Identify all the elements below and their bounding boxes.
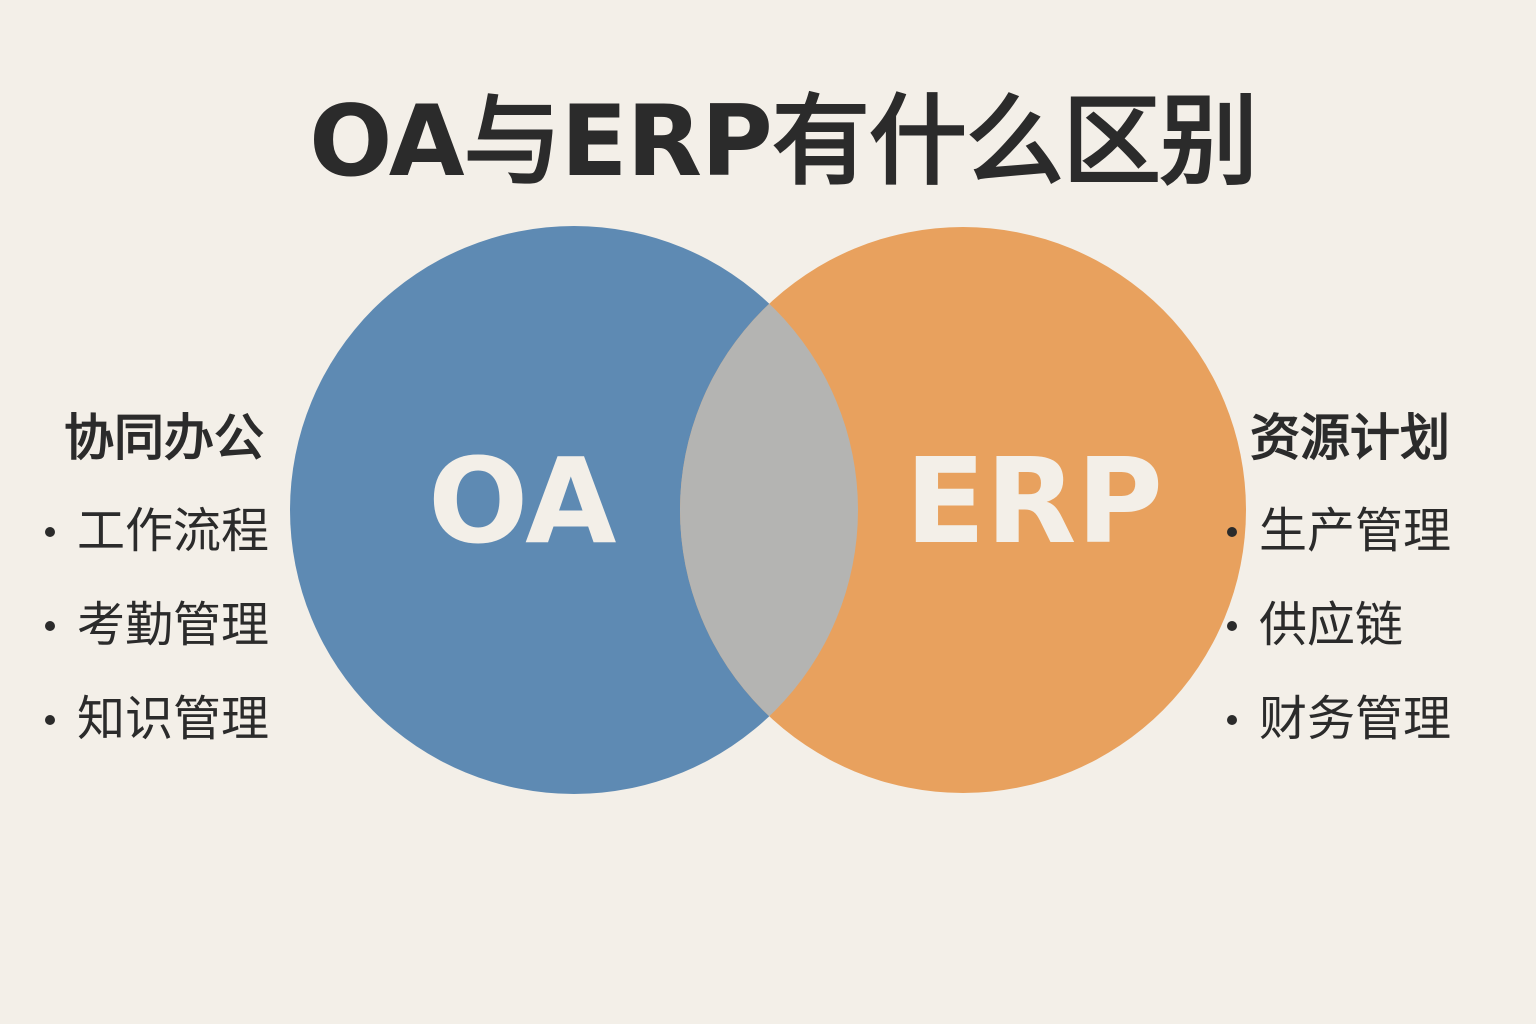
item-label: 生产管理 xyxy=(1259,503,1452,559)
item-label: 供应链 xyxy=(1259,597,1404,653)
bullet-icon xyxy=(1227,527,1237,537)
list-item: 供应链 xyxy=(1227,594,1451,688)
bullet-icon xyxy=(1227,715,1237,725)
oa-heading: 协同办公 xyxy=(64,409,264,467)
list-item: 知识管理 xyxy=(45,688,269,782)
list-item: 生产管理 xyxy=(1227,500,1451,594)
bullet-icon xyxy=(45,527,55,537)
page-title: OA与ERP有什么区别 xyxy=(309,85,1258,199)
erp-feature-list: 生产管理 供应链 财务管理 xyxy=(1227,500,1451,782)
oa-circle-label: OA xyxy=(428,432,617,570)
bullet-icon xyxy=(45,621,55,631)
bullet-icon xyxy=(1227,621,1237,631)
list-item: 考勤管理 xyxy=(45,594,269,688)
oa-feature-list: 工作流程 考勤管理 知识管理 xyxy=(45,500,269,782)
bullet-icon xyxy=(45,715,55,725)
item-label: 考勤管理 xyxy=(77,597,270,653)
item-label: 知识管理 xyxy=(77,691,270,747)
erp-heading: 资源计划 xyxy=(1250,409,1450,467)
erp-circle-label: ERP xyxy=(905,432,1163,570)
item-label: 工作流程 xyxy=(77,503,270,559)
oa-circle xyxy=(290,226,858,794)
item-label: 财务管理 xyxy=(1259,691,1452,747)
list-item: 财务管理 xyxy=(1227,688,1451,782)
erp-circle xyxy=(680,227,1246,793)
list-item: 工作流程 xyxy=(45,500,269,594)
